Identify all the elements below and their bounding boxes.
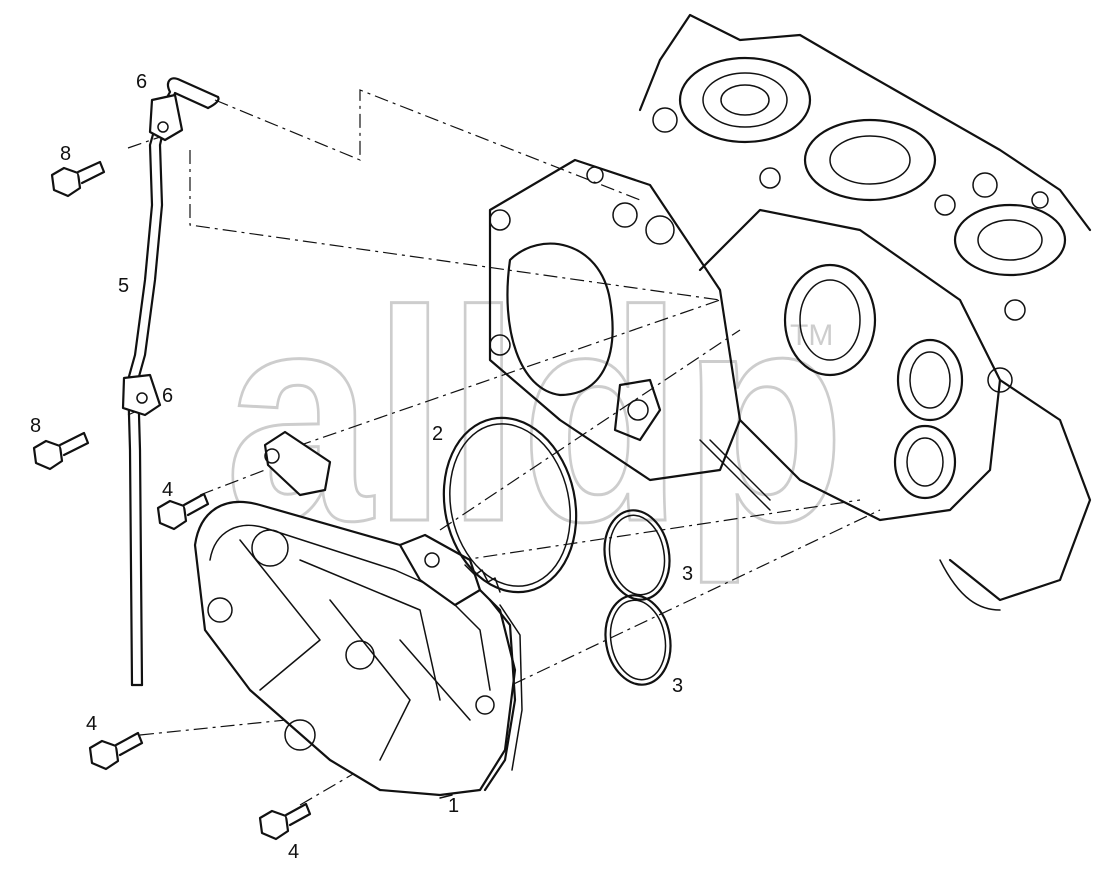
o-ring-part-2 — [442, 416, 578, 594]
callout-2: 2 — [432, 423, 443, 445]
engine-block — [488, 13, 1092, 611]
bolt-part-8-upper — [50, 160, 106, 198]
callout-8a: 8 — [60, 143, 71, 165]
assembly-lines — [127, 89, 881, 806]
bolt-part-4-middle — [88, 731, 144, 771]
front-cover-part-1 — [193, 430, 523, 797]
o-rings-part-3 — [603, 509, 672, 686]
watermark-tm: TM — [790, 319, 833, 352]
bolt-part-4-upper — [156, 492, 210, 531]
callout-6b: 6 — [162, 385, 173, 407]
callout-3b: 3 — [672, 675, 683, 697]
callout-4a: 4 — [162, 479, 173, 501]
bolt-part-8-lower — [32, 431, 90, 471]
callout-4c: 4 — [288, 841, 299, 863]
dipstick-tube-part-5 — [121, 77, 220, 687]
callout-1: 1 — [448, 795, 459, 817]
callout-5: 5 — [118, 275, 129, 297]
bolt-part-4-lower — [258, 802, 312, 841]
callout-4b: 4 — [86, 713, 97, 735]
callout-3a: 3 — [682, 563, 693, 585]
callout-labels: 1 2 3 3 4 4 4 5 6 6 8 8 — [30, 71, 693, 863]
callout-6a: 6 — [136, 71, 147, 93]
callout-8b: 8 — [30, 415, 41, 437]
